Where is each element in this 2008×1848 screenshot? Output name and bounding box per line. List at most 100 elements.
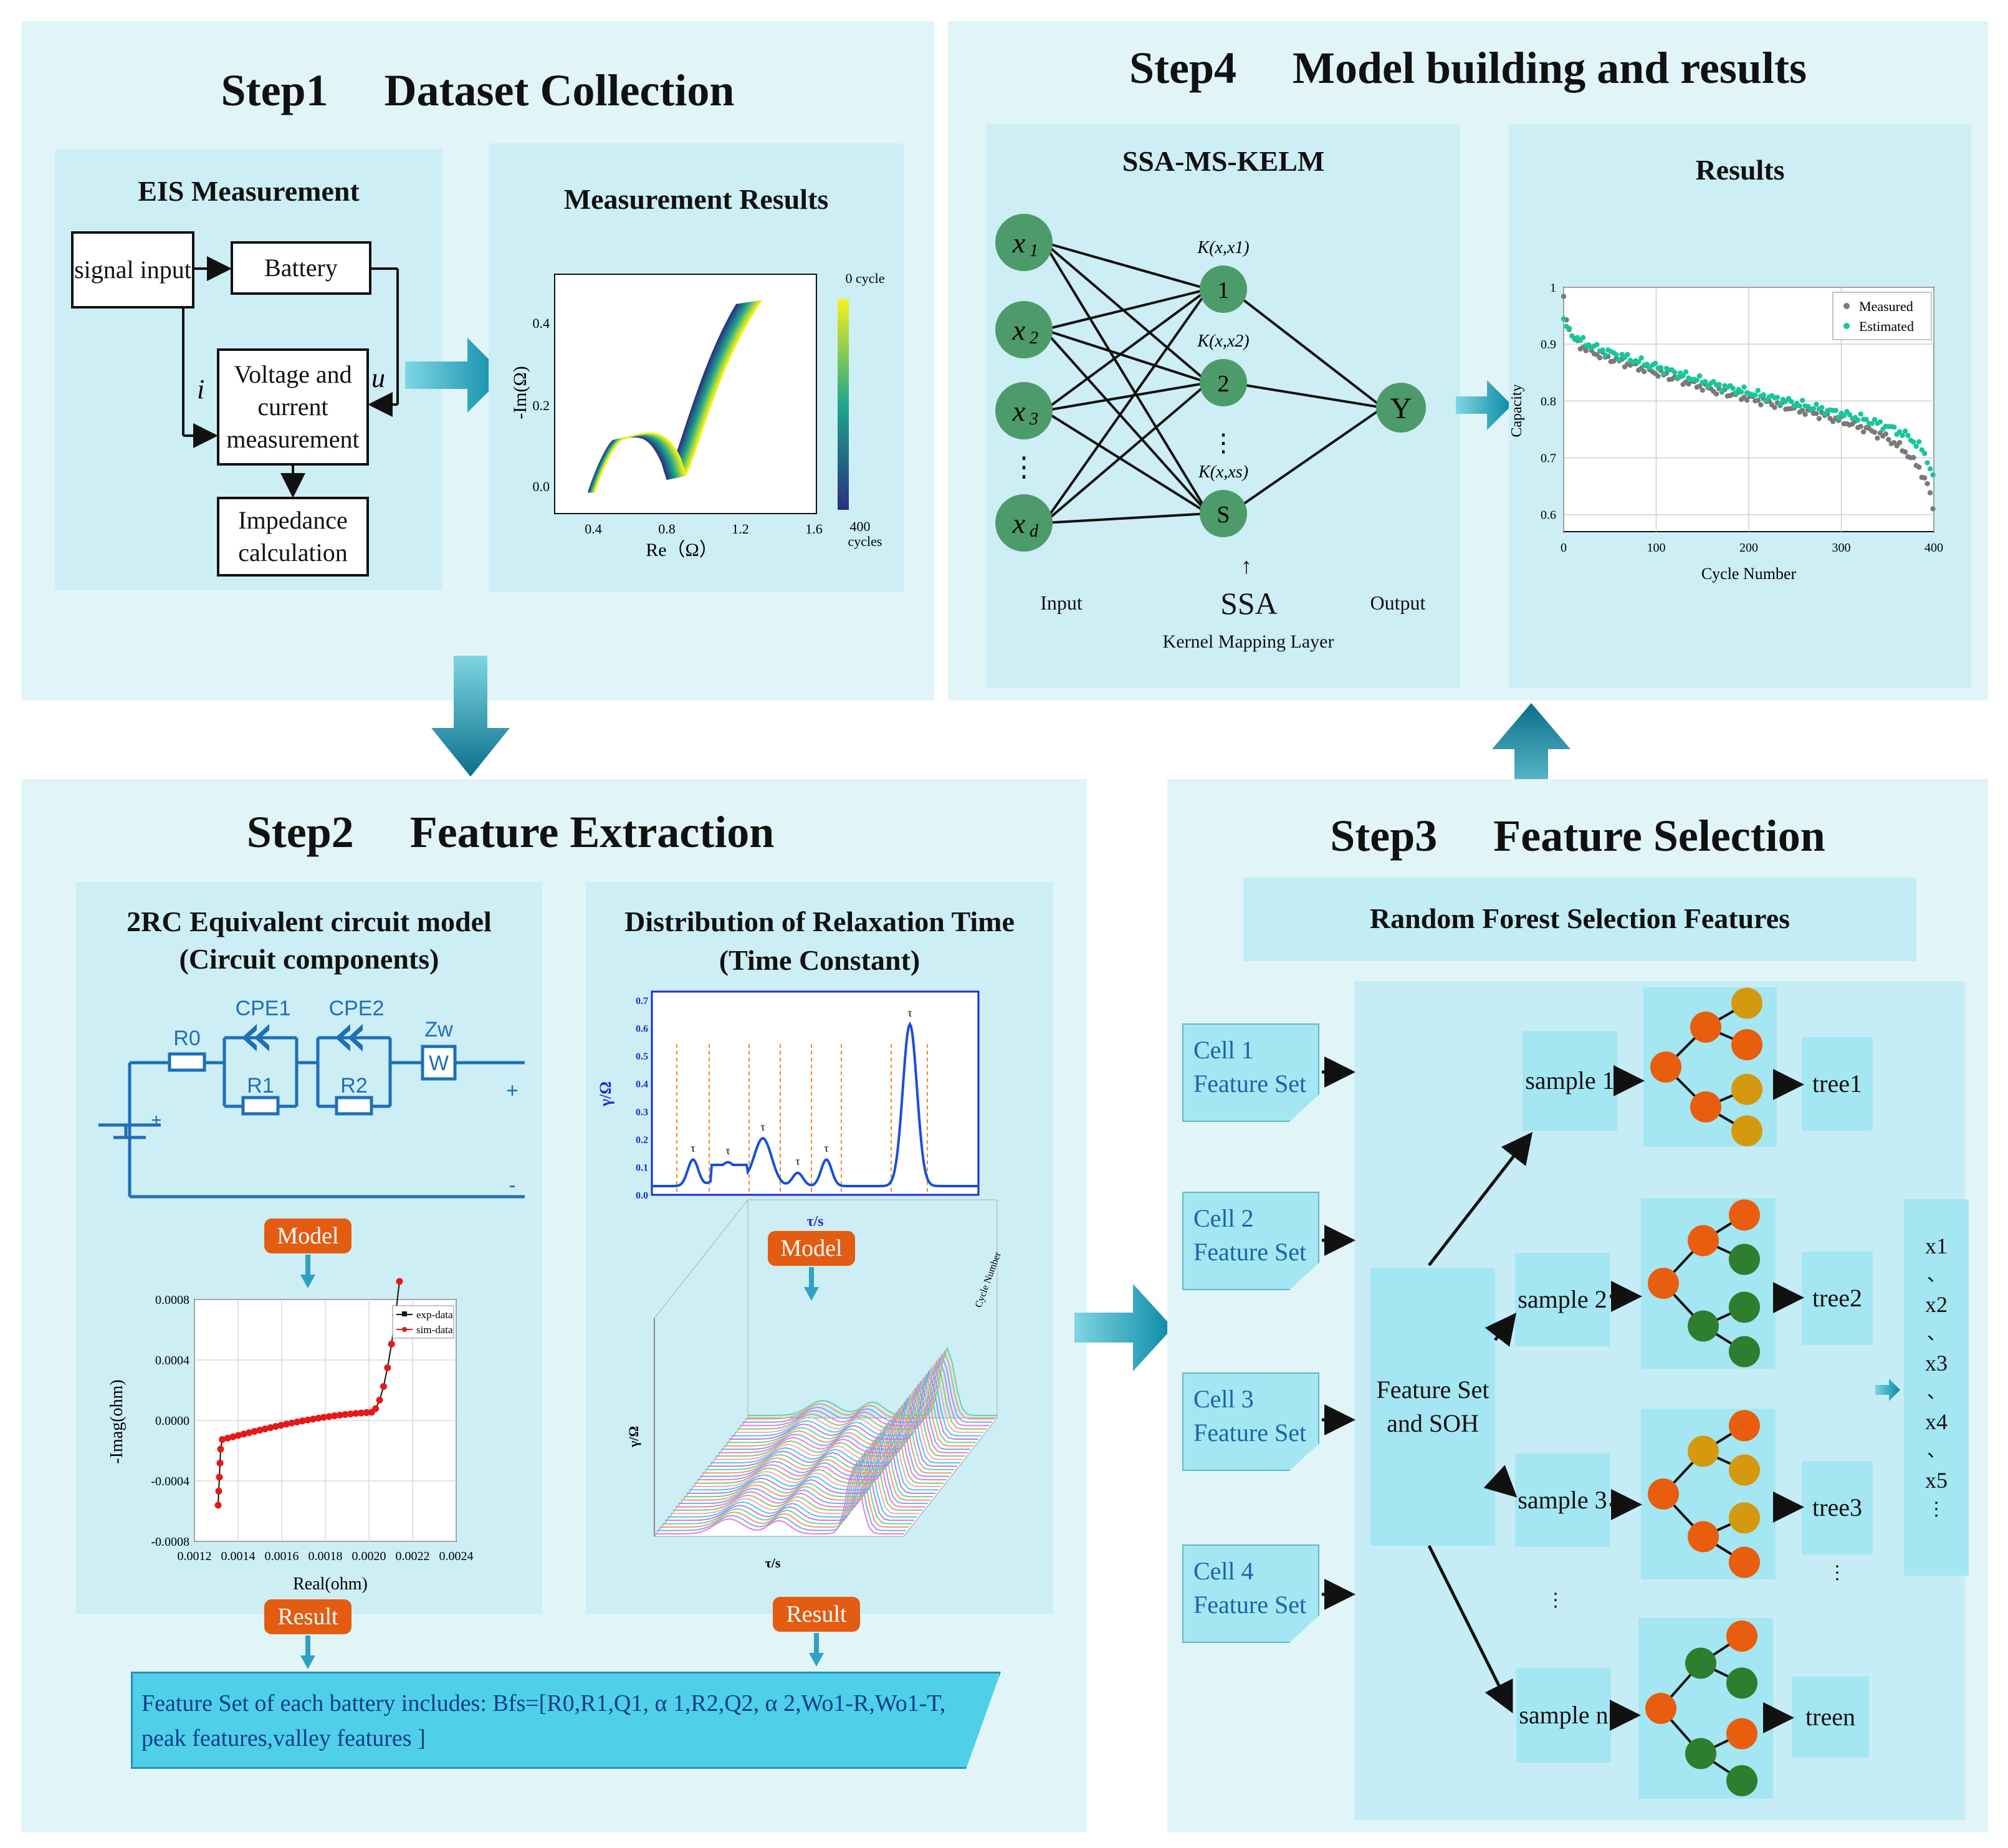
nyquist-xtick: 1.2 (732, 521, 749, 537)
rc-result-button: Result (264, 1599, 351, 1634)
estimated-point (1680, 373, 1686, 379)
capacity-ytick: 0.8 (1541, 395, 1556, 408)
signal-input-box: signal input (71, 231, 194, 309)
estimated-point (1658, 365, 1664, 370)
fit-sim-point (315, 1414, 322, 1422)
tree-node (1729, 1410, 1760, 1442)
tree-node (1726, 1621, 1757, 1652)
fit-ytick: 0.0004 (155, 1354, 189, 1367)
tree-node (1726, 1718, 1757, 1750)
estimated-point (1636, 359, 1642, 365)
estimated-point (1738, 389, 1744, 395)
drt3d-curve (740, 1356, 990, 1427)
measured-point (1924, 481, 1930, 487)
drt-peak-label: τ (824, 1142, 828, 1154)
kernel-label: K(x,x1) (1197, 238, 1249, 257)
nyquist-curve (594, 300, 762, 493)
drt3d-curve (742, 1352, 992, 1423)
step4-right-arrow (1456, 380, 1512, 430)
tree-node (1726, 1765, 1757, 1796)
step1-right-arrow (405, 338, 505, 413)
tree-node (1685, 1738, 1716, 1769)
r0-label: R0 (173, 1027, 200, 1050)
drt3d-curve (686, 1424, 936, 1494)
kernel-node (1200, 490, 1247, 537)
legend-estimated: Estimated (1859, 318, 1914, 334)
drt3d-curve (737, 1359, 987, 1430)
feature-soh-label: Feature Set and SOH (1376, 1376, 1489, 1437)
fit-sim-point (347, 1410, 354, 1418)
tree-node (1729, 1502, 1760, 1534)
fit-sim-point (396, 1278, 403, 1285)
measurement-results-title: Measurement Results (563, 183, 829, 215)
sample-n-label: sample n (1519, 1701, 1609, 1729)
tree2-box: tree2 (1802, 1252, 1873, 1345)
measured-point (1921, 475, 1928, 481)
drt3d-curve (748, 1346, 997, 1416)
nn-edge (1043, 512, 1209, 524)
drt-ytick: 0.4 (636, 1080, 648, 1090)
nyquist-ytick: 0.4 (533, 315, 550, 331)
estimated-point (1863, 416, 1869, 423)
rc-title-2: (Circuit components) (179, 943, 439, 975)
kernel-layer-label: Kernel Mapping Layer (1162, 631, 1334, 652)
measured-point (1700, 387, 1705, 393)
drt-peak-label: τ (725, 1144, 730, 1157)
tree-node (1690, 1091, 1721, 1123)
step3-title: Step3 Feature Selection (1330, 811, 1825, 861)
output-label: Output (1370, 591, 1426, 614)
drt-model-arrow (804, 1267, 819, 1301)
tree3-label: tree3 (1812, 1493, 1862, 1521)
drt3d-zlabel: Cycle Number (973, 1250, 1003, 1309)
fit-ytick: -0.0004 (151, 1475, 189, 1488)
cell-4-label: Cell 4 Feature Set (1193, 1557, 1307, 1619)
fit-sim-point (216, 1473, 223, 1481)
fit-ylabel: -Imag(ohm) (107, 1379, 127, 1463)
tree-node (1648, 1478, 1679, 1510)
drt3d-curve (724, 1376, 973, 1447)
estimated-point (1755, 388, 1761, 393)
drt-peak-label: τ (760, 1121, 765, 1133)
measured-point (1755, 398, 1761, 403)
drt-ytick: 0.0 (636, 1190, 648, 1201)
measured-point (1814, 411, 1819, 416)
fit-sim-point (229, 1433, 237, 1440)
fit-sim-point (384, 1364, 391, 1372)
colorbar-top: 0 cycle (846, 270, 885, 286)
step2-title: Step2 Feature Extraction (246, 807, 775, 857)
step3-panel: Step3 Feature Selection Random Forest Se… (1167, 779, 1988, 1832)
fit-sim-point (363, 1409, 370, 1416)
drt-result-arrow (809, 1633, 824, 1667)
drt3d-curve (710, 1393, 960, 1463)
selected-sep-3: 、 (1927, 1382, 1946, 1402)
fit-sim-point (358, 1409, 365, 1417)
drt3d-curve (697, 1410, 947, 1481)
svg-text:+: + (151, 1110, 162, 1131)
estimated-point (1672, 370, 1678, 375)
estimated-point (1694, 377, 1700, 383)
fit-legend-sim: sim-data (416, 1324, 453, 1336)
impedance-label: Impedance calculation (238, 506, 348, 567)
estimated-point (1927, 466, 1933, 472)
input-node (995, 382, 1053, 439)
fit-xtick: 0.0018 (308, 1549, 343, 1563)
voltage-current-box: Voltage and current measurement (217, 348, 369, 466)
drt-title-2: (Time Constant) (719, 944, 920, 976)
nyquist-xtick: 1.6 (805, 521, 823, 537)
drt3d-curve (681, 1430, 930, 1501)
output-node-label: Y (1390, 392, 1412, 425)
fit-sim-point (246, 1429, 253, 1437)
drt3d-curve (665, 1451, 915, 1521)
input-node (995, 301, 1053, 358)
capacity-ytick: 0.7 (1541, 451, 1556, 465)
estimated-point (1594, 342, 1600, 348)
drt3d-curve (713, 1390, 963, 1460)
estimated-point (1814, 401, 1819, 407)
tree-node (1648, 1268, 1679, 1299)
fit-sim-point (224, 1434, 231, 1442)
estimated-point (1789, 399, 1794, 405)
step1-panel: Step1 Dataset Collection EIS Measurement… (21, 21, 934, 701)
measured-point (1927, 490, 1933, 496)
